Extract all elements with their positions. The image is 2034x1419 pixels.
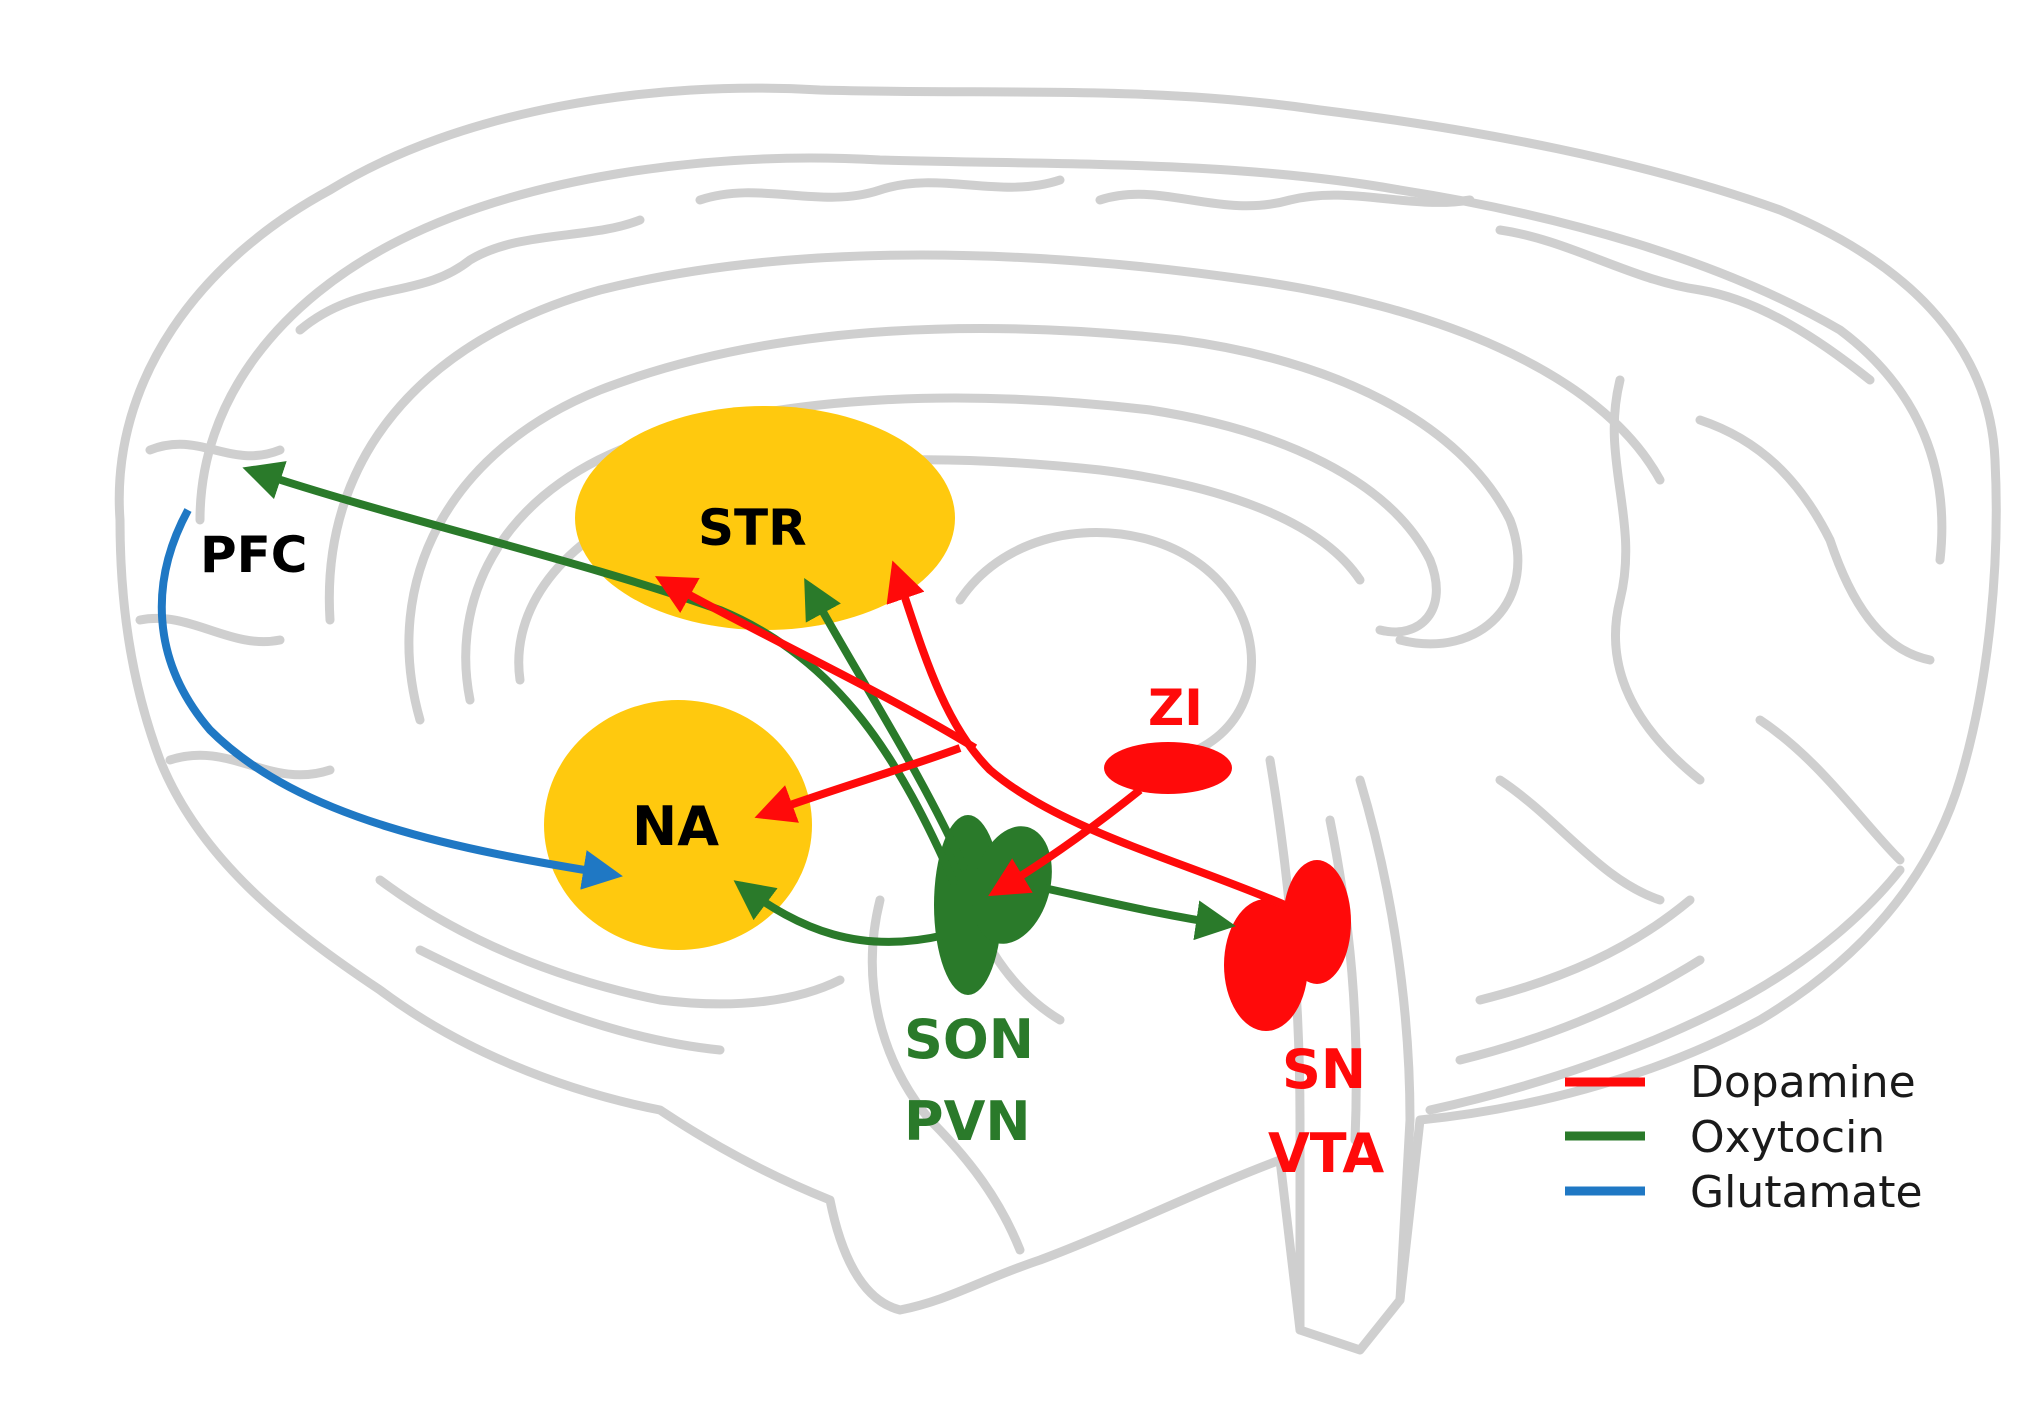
label-zi: ZI (1148, 679, 1203, 737)
cingulate-gyrus (324, 250, 1665, 625)
hypothalamus-outline (867, 895, 1025, 1255)
brainstem-right (1355, 775, 1415, 1305)
gyrus-9 (1609, 375, 1705, 785)
legend: Dopamine Oxytocin Glutamate (1565, 1057, 1923, 1218)
dopamine-to-str-left-arrow (655, 576, 978, 752)
cerebellum-folia-2 (1475, 895, 1695, 1005)
label-pvn: PVN (904, 1090, 1031, 1153)
glutamate-pfc-to-na-arrow (157, 508, 623, 890)
legend-item-glutamate: Glutamate (1565, 1167, 1923, 1218)
gyrus-3 (1095, 189, 1475, 211)
brain-inner-contour (195, 153, 1947, 565)
gyrus-11 (1495, 775, 1665, 905)
brain-outline (114, 83, 2001, 1355)
cerebellum-folia-1 (1455, 955, 1705, 1065)
oxytocin-to-vta-arrow (1029, 881, 1236, 941)
legend-item-dopamine: Dopamine (1565, 1057, 1916, 1108)
brainstem-mid (1325, 815, 1361, 1145)
oxytocin-to-na-arrow (733, 880, 946, 946)
label-son: SON (904, 1008, 1034, 1071)
gyrus-2 (695, 175, 1065, 205)
corpus-callosum-inner (461, 393, 1441, 705)
dopamine-to-str-right-arrow (886, 560, 1287, 909)
label-vta: VTA (1268, 1122, 1384, 1185)
label-pfc: PFC (200, 526, 308, 584)
cerebellum-outline (1425, 865, 1905, 1115)
dopamine-to-na-arrow (754, 744, 962, 823)
legend-label-oxytocin: Oxytocin (1690, 1112, 1885, 1163)
dopamine-zi-to-son-arrow (988, 786, 1143, 897)
label-sn: SN (1282, 1038, 1366, 1101)
brain-outer-contour (114, 83, 2001, 1355)
gyrus-1 (295, 215, 645, 335)
zi-nucleus (1104, 742, 1232, 794)
gyrus-10 (1755, 715, 1905, 865)
striatum-region (575, 406, 955, 630)
vta-nucleus (1283, 860, 1351, 984)
label-na: NA (632, 795, 719, 858)
oxytocin-to-str-arrow (804, 577, 969, 872)
legend-item-oxytocin: Oxytocin (1565, 1112, 1885, 1163)
legend-label-dopamine: Dopamine (1690, 1057, 1916, 1108)
temporal-lobe (375, 875, 845, 1009)
gyrus-6 (135, 614, 285, 646)
gyrus-5 (145, 439, 285, 461)
temporal-gyrus (415, 945, 725, 1055)
thalamus-outline (955, 528, 1256, 767)
legend-label-glutamate: Glutamate (1690, 1167, 1923, 1218)
gyrus-8 (1695, 415, 1935, 665)
corpus-callosum-outer (404, 324, 1523, 725)
label-str: STR (698, 499, 807, 557)
gyrus-4 (1495, 225, 1875, 385)
